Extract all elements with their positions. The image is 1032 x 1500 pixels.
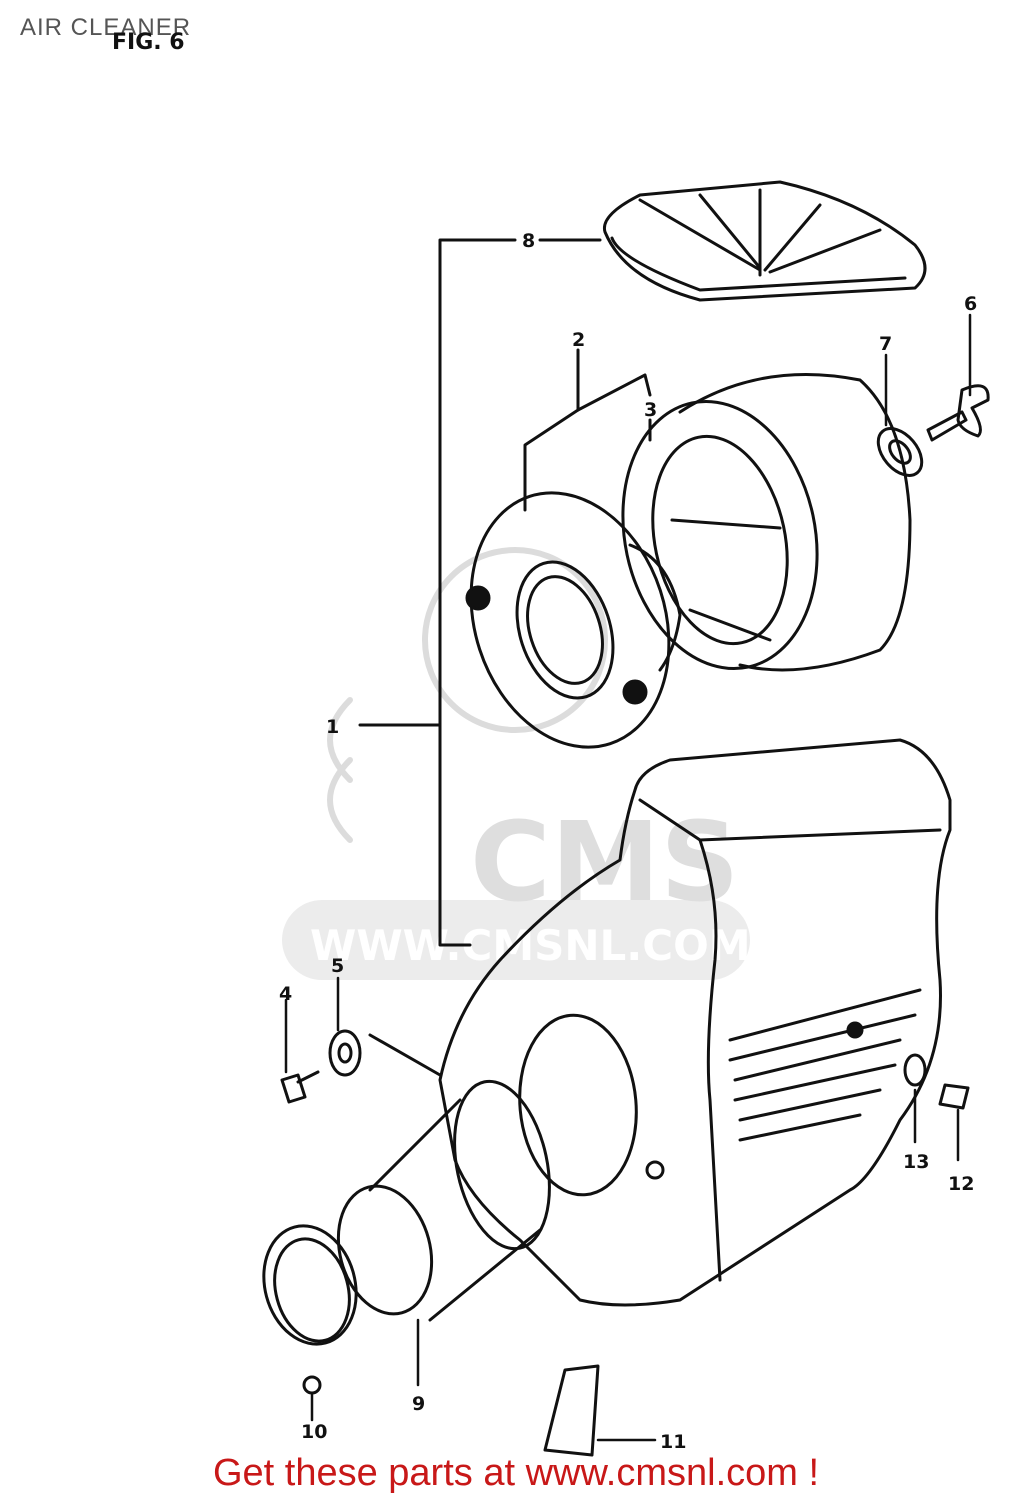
callout-2: 2 [572,329,585,351]
part-8-filter-cover [602,180,927,302]
part-6-wing-bolt [926,384,990,442]
callout-1: 1 [326,716,339,738]
part-10-clamp [262,1224,358,1395]
callout-10: 10 [301,1421,327,1443]
part-12-bolt [938,1083,970,1110]
figure-label: FIG. 6 [112,30,185,55]
callout-7: 7 [879,333,892,355]
leader-lines [284,313,972,1442]
callout-9: 9 [412,1393,425,1415]
part-2-filter-plate [465,491,682,749]
part-3-filter-element [621,372,912,672]
watermark-brand: CMS [470,798,739,926]
callout-3: 3 [644,399,657,421]
page-title: AIR CLEANER [20,14,192,41]
air-cleaner-case [438,738,952,1307]
callout-6: 6 [964,293,977,315]
callout-11: 11 [660,1431,686,1453]
assembly-bracket [358,238,602,947]
footer-promo-text[interactable]: Get these parts at www.cmsnl.com ! [212,1452,820,1494]
part-13-grommet [903,1053,927,1087]
callout-12: 12 [948,1173,974,1195]
callout-13: 13 [903,1151,929,1173]
part-2-3-bracket [523,348,652,512]
callout-8: 8 [522,230,535,252]
callout-4: 4 [279,983,292,1005]
part-4-bolt [280,1070,320,1104]
watermark: CMS WWW.CMSNL.COM [282,547,751,980]
part-11-drain-tube [543,1364,600,1457]
part-5-washer [328,1029,442,1077]
part-9-intake-funnel [336,1079,551,1322]
callout-5: 5 [331,955,344,977]
part-7-washer [876,427,924,477]
